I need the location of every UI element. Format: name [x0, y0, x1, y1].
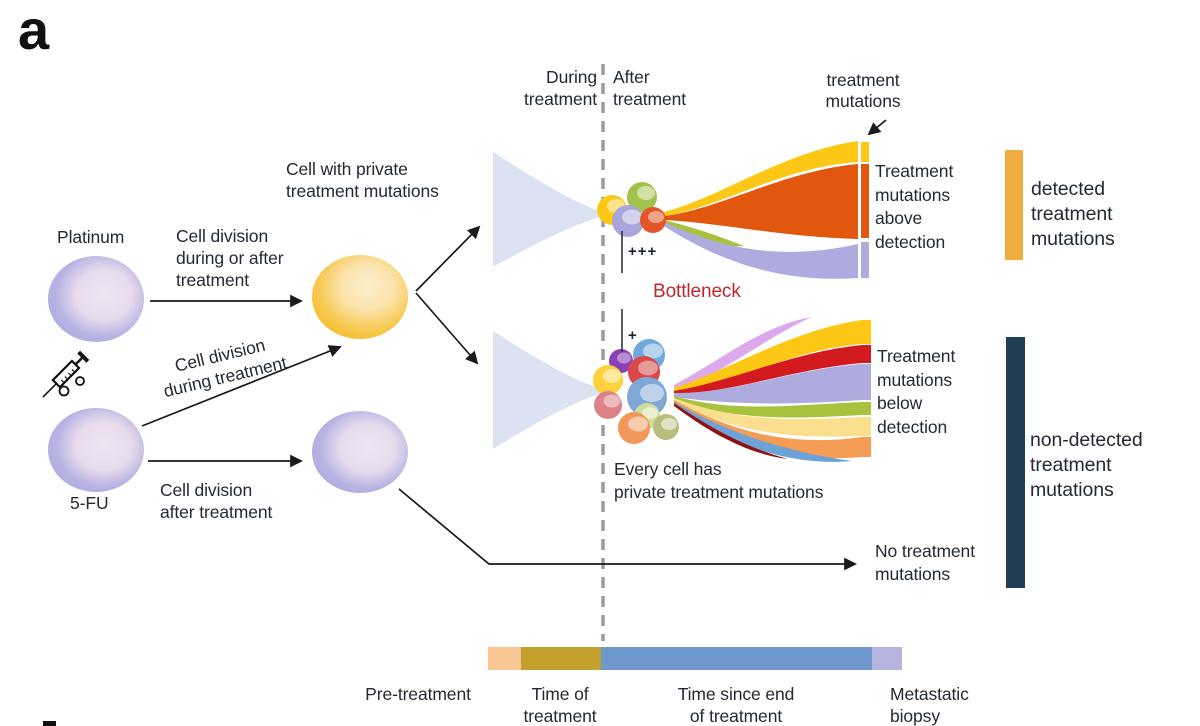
droplet-icon [75, 376, 85, 386]
top-endbar-periwinkle [861, 242, 869, 278]
non-detected-legend-bar [1006, 337, 1025, 588]
post-treatment-purple-cell [312, 411, 408, 493]
arrows [141, 119, 887, 571]
mutations-above-detection-label: Treatment mutations above detection [875, 161, 954, 252]
top-endbar-orange [861, 164, 869, 238]
every-cell-label: Every cell has private treatment mutatio… [614, 459, 824, 502]
top-funnel [493, 152, 609, 267]
time-since-end-label: Time since end of treatment [677, 684, 795, 726]
bottom-endbar-cream [862, 417, 871, 436]
timeline-segment-treatment [521, 647, 601, 670]
top-stream-green [664, 220, 744, 247]
bottom-stream-periwinkle [674, 364, 862, 404]
next-panel-partial-label [43, 721, 56, 726]
during-treatment-label: During treatment [523, 67, 597, 109]
platinum-label: Platinum [57, 227, 125, 247]
time-of-treatment-label: Time of treatment [523, 684, 597, 726]
arrow-split-bottom [415, 292, 479, 365]
top-fan [664, 141, 869, 279]
non-detected-legend-label: non-detected treatment mutations [1030, 429, 1143, 501]
top-cell-cluster [597, 182, 666, 237]
mutated-yellow-cell [312, 255, 408, 339]
arrow-treatment-mutations-callout [867, 119, 887, 136]
timeline-segment-biopsy [872, 647, 902, 670]
bottom-endbar-periwinkle [862, 364, 871, 400]
bottom-endbar-soft-orange [862, 437, 871, 457]
metastatic-biopsy-label: Metastatic biopsy [890, 684, 969, 726]
plus-plus-plus-label: +++ [628, 243, 658, 260]
timeline-segment-post [601, 647, 872, 670]
division-after-label: Cell division after treatment [160, 480, 273, 522]
arrow-split-top [415, 225, 481, 292]
droplet-icon [58, 385, 70, 397]
panel-label: a [18, 0, 50, 61]
bottom-stream-cream [674, 398, 862, 437]
bottom-cell-cluster [593, 339, 679, 444]
after-treatment-label: After treatment [613, 67, 687, 109]
mutations-below-detection-label: Treatment mutations below detection [877, 346, 956, 437]
timeline-bar [488, 647, 902, 670]
bottom-fan [674, 317, 871, 462]
arrow-division-during [141, 345, 342, 427]
bottom-stream-green [674, 396, 862, 418]
fu-label: 5-FU [70, 493, 109, 513]
bottom-stream-red [674, 345, 862, 394]
bottom-stream-soft-orange [674, 400, 862, 459]
pre-treatment-label: Pre-treatment [365, 684, 471, 704]
bottom-funnel [493, 331, 609, 449]
bottom-stream-violet [674, 317, 812, 391]
cell-private-mutations-label: Cell with private treatment mutations [286, 159, 439, 201]
division-during-after-label: Cell division during or after treatment [176, 226, 284, 290]
plus-label: + [628, 327, 638, 344]
bottom-endbar-red [862, 345, 871, 363]
detected-legend-label: detected treatment mutations [1031, 178, 1115, 250]
timeline-segment-pre [488, 647, 521, 670]
platinum-cell [48, 256, 144, 342]
fu-cell [48, 408, 144, 492]
bottom-endbar-yellow [862, 320, 871, 344]
bottleneck-label: Bottleneck [653, 281, 741, 302]
syringe-icon [42, 350, 90, 398]
no-treatment-mutations-label: No treatment mutations [875, 541, 975, 584]
top-stream-yellow [664, 141, 858, 216]
bottom-stream-blue [674, 402, 852, 462]
detected-legend-bar [1005, 150, 1023, 260]
top-stream-periwinkle [664, 222, 858, 279]
top-endbar-yellow [861, 142, 869, 162]
top-stream-orange [664, 164, 858, 239]
arrow-no-treatment [398, 488, 857, 571]
bottom-stream-yellow [674, 320, 862, 392]
treatment-mutations-callout-label: treatment mutations [825, 70, 901, 111]
bottom-endbar-green [862, 402, 871, 415]
